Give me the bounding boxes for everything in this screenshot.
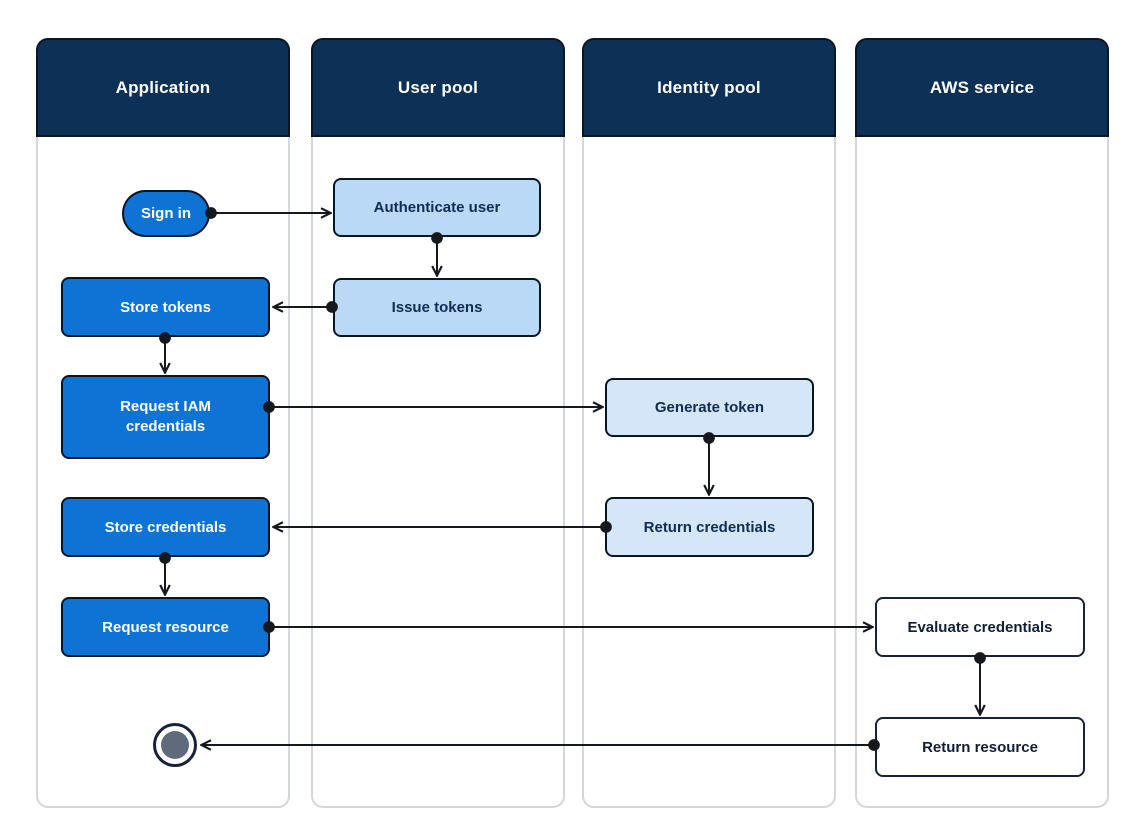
- node-authenticate-user: Authenticate user: [333, 178, 541, 237]
- node-label: Generate token: [654, 399, 765, 416]
- end-terminal-fill: [161, 731, 189, 759]
- node-issue-tokens: Issue tokens: [333, 278, 541, 337]
- lane-user-pool: User pool: [311, 38, 565, 808]
- lane-title: Identity pool: [657, 77, 761, 97]
- node-label: Return credentials: [643, 518, 776, 536]
- node-label: Store tokens: [120, 298, 211, 316]
- node-sign-in: Sign in: [122, 190, 210, 237]
- node-evaluate-credentials: Evaluate credentials: [875, 597, 1085, 657]
- node-request-iam-credentials: Request IAM credentials: [61, 375, 270, 459]
- node-label: Evaluate credentials: [907, 618, 1053, 636]
- node-label: Issue tokens: [391, 299, 483, 316]
- lane-header-user-pool: User pool: [311, 38, 565, 137]
- node-label: Store credentials: [104, 518, 227, 536]
- node-label: Return resource: [922, 738, 1038, 756]
- node-return-resource: Return resource: [875, 717, 1085, 777]
- lane-title: AWS service: [929, 77, 1035, 97]
- node-request-resource: Request resource: [61, 597, 270, 657]
- node-store-credentials: Store credentials: [61, 497, 270, 557]
- node-label: Sign in: [141, 205, 191, 222]
- end-terminal-icon: [153, 723, 197, 767]
- node-label: Request IAM credentials: [120, 397, 211, 435]
- node-label: Authenticate user: [373, 199, 501, 216]
- lane-header-identity-pool: Identity pool: [582, 38, 836, 137]
- node-label: Request resource: [102, 618, 229, 636]
- node-return-credentials: Return credentials: [605, 497, 814, 557]
- lane-header-aws-service: AWS service: [855, 38, 1109, 137]
- lane-aws-service: AWS service: [855, 38, 1109, 808]
- lane-title: User pool: [397, 77, 479, 97]
- node-generate-token: Generate token: [605, 378, 814, 437]
- node-store-tokens: Store tokens: [61, 277, 270, 337]
- lane-header-application: Application: [36, 38, 290, 137]
- lane-title: Application: [115, 77, 211, 97]
